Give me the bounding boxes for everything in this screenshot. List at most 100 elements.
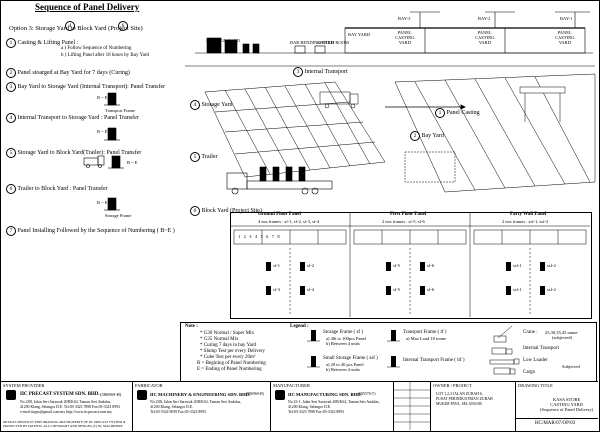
- step-4: 4 Internal Transport to Storage Yard : P…: [6, 113, 139, 123]
- iic-logo-2: [137, 390, 147, 400]
- option-num-b: 6: [118, 14, 128, 32]
- elev-bay-2: BAY-2: [478, 16, 491, 21]
- tb-project-addr-2: MUKIM PAYA, SELANGOR: [436, 402, 482, 406]
- trailer-illustration: [226, 166, 333, 195]
- tb-div-2: [270, 381, 271, 431]
- tb-company1-addr-0: No.23B, Jalan Seri Sarawak 20B/KS2, Tama…: [20, 400, 112, 404]
- tb-revision-grid: [394, 382, 430, 430]
- page-title: Sequence of Panel Delivery: [35, 2, 140, 12]
- legend-title: Legend :: [290, 324, 309, 329]
- tb-company2: IIC MACHINERY & ENGINEERING SDN. BHD.: [150, 392, 251, 397]
- option-line: Option 3: Storage Yard to Block Yard (Pr…: [9, 25, 143, 32]
- ssf-label-1a: ssf-1: [513, 263, 522, 268]
- tb-company2-addr-2: Tel:03-3324 9039 Fax:03-3323 8993: [150, 410, 206, 414]
- option-label: Option 3:: [9, 25, 34, 32]
- by-title-1: First Floor Panel: [390, 212, 427, 217]
- tb-footer-note: DETAILS SHOWN IN THIS DRAWING ARE PROPER…: [3, 420, 126, 428]
- legend-crane: Crane :: [523, 330, 538, 335]
- sf-label-3: sf-3: [273, 287, 280, 292]
- label-panel-casting: 1 Panel Casting: [435, 108, 480, 118]
- tb-company1-addr-2: e-mail:iicpps@gmail.com.my http://www.ii…: [20, 410, 113, 414]
- step-1: 1 Casting & Lifting Panel :: [6, 38, 78, 48]
- note-item-1: * G35 Normal Mix: [200, 337, 239, 342]
- tb-company1-reg: (586969-H): [100, 392, 122, 397]
- legend-vehicle-icons: [489, 326, 520, 375]
- tb-project-addr-0: LOT 1,2,3 JALAN ZURAH 6,: [436, 392, 483, 396]
- ssf-label-1b: ssf-1: [513, 287, 522, 292]
- tb-div-3: [393, 381, 394, 431]
- step-6: 6 Trailer to Block Yard : Panel Transfer: [6, 184, 108, 194]
- title-block-top: [0, 381, 598, 382]
- option-text: Storage Yard to Block Yard (Project Site…: [35, 25, 143, 32]
- site-elevation: [195, 11, 593, 54]
- by-frames-0: 4 nos frames : sf-1, sf-2, sf-3, sf-4: [258, 219, 320, 224]
- legend-tf-sub-0: a) Max Load 10 tonne: [406, 336, 446, 341]
- tb-company3-addr-0: No.23-1, Jalan Seri Sarawak 20B/KS2, Tam…: [288, 400, 380, 404]
- legend-internal-transport-frame: Internal Transport Frame ( itf ): [403, 358, 465, 363]
- tb-company3: IIC MANUFACTURING SDN. BHD.: [288, 392, 362, 397]
- transport-frame-label: Transport Frame: [105, 108, 135, 113]
- legend-subjected: Subjected: [562, 364, 580, 369]
- note-item-6: E = Ending of Panel Numbering: [197, 367, 262, 372]
- legend-sf-sub-0: a) 40t to 100pcs Panel: [326, 336, 366, 341]
- note-item-2: * Curing 7 days in bay Yard: [200, 343, 256, 348]
- label-internal-transport: 3 Internal Transport: [293, 67, 348, 77]
- ssf-label-2a: ssf-2: [547, 263, 556, 268]
- tb-div-1: [132, 381, 133, 431]
- elev-bay-yard: BAY YARD: [348, 32, 371, 37]
- sf-label-6a: sf-6: [427, 263, 434, 268]
- label-storage-yard: 4 Storage Yard: [190, 100, 233, 110]
- elev-bay-3: BAY-3: [398, 16, 411, 21]
- tb-project-addr-1: PUSAT PERINDUSTRIAN ZURAH: [436, 397, 493, 401]
- tb-drawing-title-label: DRAWING TITLE: [518, 383, 553, 388]
- tb-div-4: [430, 381, 431, 431]
- iic-logo-3: [275, 390, 285, 400]
- tb-company1-addr-1: 41200 Klang, Selangor D.E. Tel:03-3323 7…: [20, 405, 120, 409]
- legend-transport-frame: Transport Frame ( tf ): [403, 330, 447, 335]
- elev-bay-1: BAY-1: [560, 16, 573, 21]
- isometric-site-view: [185, 65, 596, 193]
- step-2: 2 Panel stoarged at Bay Yard for 7 days …: [6, 68, 130, 78]
- tb-company2-addr-1: 41200 Klang, Selangor D.E.: [150, 405, 194, 409]
- tb-company3-reg: (685570-T): [358, 392, 376, 396]
- by-frames-1: 2 nos frames : sf-5, sf-6: [382, 219, 425, 224]
- block-yard-table: [230, 212, 592, 319]
- legend-cargo: Cargo: [523, 370, 536, 375]
- tb-fabricator: FABRICATOR: [135, 383, 163, 388]
- tb-system-provider: SYSTEM PROVIDER: [3, 383, 45, 388]
- legend-small-storage: Small Storage Frame ( ssf ): [323, 356, 378, 361]
- by-frames-2: 2 nos frames : ssf-1, ssf-2: [502, 219, 549, 224]
- label-block-yard: 6 Block Yard (Project Site): [190, 206, 262, 216]
- tb-manufacturer: MANUFACTURER: [273, 383, 310, 388]
- tb-company2-addr-0: No.23B, Jalan Seri Sarawak 20B/KS2, Tama…: [150, 400, 242, 404]
- step-3: 3 Bay Yard to Storage Yard (Internal Tra…: [6, 82, 165, 92]
- legend-internal-transport: Internal Transport: [523, 346, 559, 351]
- sf-label-4: sf-4: [307, 287, 314, 292]
- label-bay-yard: 2 Bay Yard: [410, 131, 444, 141]
- option-num-a: 4: [65, 14, 75, 32]
- tb-company1: IIC PRECAST SYSTEM SDN. BHD.: [20, 392, 100, 397]
- step-1-sub-b: b ) Lifting Panel after 18 hours by Bay …: [61, 53, 150, 58]
- note-title: Note :: [185, 324, 198, 329]
- room-nums: 1 2 3 4 5 6 7 8: [238, 234, 280, 239]
- tb-div-5: [515, 381, 516, 431]
- iic-logo-1: [6, 390, 16, 400]
- note-item-5: B = Begining of Panel Numbering: [197, 361, 266, 366]
- legend-ssf-sub-0: a) 20 to 40 pcs Panel: [326, 362, 364, 367]
- be-label-4: B ~ E: [97, 129, 108, 134]
- tb-dwg-divider: [515, 418, 598, 419]
- legend-low-loader: Low Loader: [523, 358, 548, 363]
- tb-drawing-no: HC/MAR/07/OP/03: [535, 421, 576, 426]
- sf-label-5b: sf-5: [393, 287, 400, 292]
- step-5: 5 Storage Yard to Block Yard(Trailer): P…: [6, 148, 141, 158]
- sf-label-6b: sf-6: [427, 287, 434, 292]
- note-item-3: * Slump Test per every Delivery: [200, 349, 265, 354]
- legend-storage-frame: Storage Frame ( sf ): [323, 330, 363, 335]
- step-illustrations: [83, 92, 124, 211]
- be-label-5: B ~ E: [127, 160, 138, 165]
- ssf-label-2b: ssf-2: [547, 287, 556, 292]
